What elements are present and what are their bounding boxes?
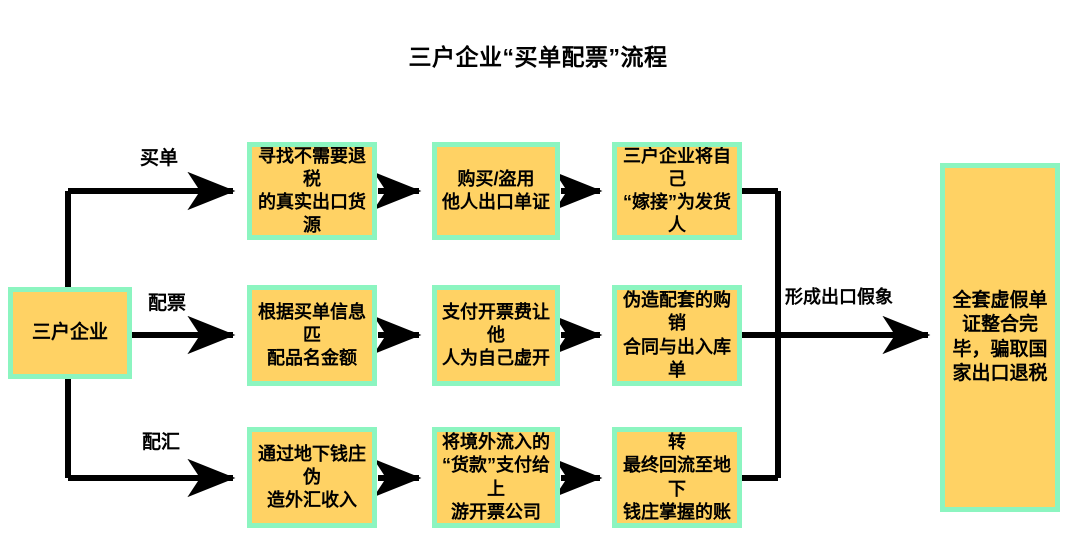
node-lane2-step3-label: 伪造配套的购销 合同与出入库单 <box>623 290 731 380</box>
node-lane2-step3[interactable]: 伪造配套的购销 合同与出入库单 <box>612 285 742 386</box>
node-lane1-step3-label: 三户企业将自己 “嫁接”为发货人 <box>623 145 731 236</box>
node-source-enterprise[interactable]: 三户企业 <box>8 287 132 379</box>
node-lane3-step2[interactable]: 将境外流入的 “货款”支付给上 游开票公司 <box>432 427 560 528</box>
merge-edge-label: 形成出口假象 <box>785 287 893 307</box>
node-final-outcome[interactable]: 全套虚假单 证整合完 毕，骗取国 家出口退税 <box>940 163 1060 512</box>
node-lane2-step2-label: 支付开票费让他 人为自己虚开 <box>442 301 550 369</box>
node-lane1-step2-label: 购买/盗用 他人出口单证 <box>442 168 550 212</box>
node-final-outcome-label: 全套虚假单 证整合完 毕，骗取国 家出口退税 <box>952 289 1048 384</box>
lane-label-peihui: 配汇 <box>142 432 181 453</box>
node-lane1-step3[interactable]: 三户企业将自己 “嫁接”为发货人 <box>612 142 742 240</box>
node-lane1-step1-label: 寻找不需要退税 的真实出口货源 <box>258 145 366 236</box>
node-lane3-step1-label: 通过地下钱庄伪 造外汇收入 <box>258 443 366 511</box>
node-lane3-step3[interactable]: 资金经多层流转 最终回流至地下 钱庄掌握的账户 <box>612 427 742 528</box>
node-lane2-step2[interactable]: 支付开票费让他 人为自己虚开 <box>432 285 560 386</box>
node-lane1-step1[interactable]: 寻找不需要退税 的真实出口货源 <box>247 142 377 240</box>
node-source-enterprise-label: 三户企业 <box>31 321 108 343</box>
node-lane2-step1-label: 根据买单信息匹 配品名金额 <box>258 301 366 369</box>
node-lane3-step2-label: 将境外流入的 “货款”支付给上 游开票公司 <box>442 432 550 522</box>
lane-label-peipiao: 配票 <box>148 293 187 314</box>
page-title: 三户企业“买单配票”流程 <box>408 44 668 70</box>
node-lane1-step2[interactable]: 购买/盗用 他人出口单证 <box>432 142 560 240</box>
node-lane3-step1[interactable]: 通过地下钱庄伪 造外汇收入 <box>247 427 377 528</box>
node-lane2-step1[interactable]: 根据买单信息匹 配品名金额 <box>247 285 377 386</box>
lane-label-buydan: 买单 <box>140 148 179 169</box>
merge-connectors <box>741 191 931 478</box>
node-lane3-step3-label: 资金经多层流转 最终回流至地下 钱庄掌握的账户 <box>623 432 731 522</box>
